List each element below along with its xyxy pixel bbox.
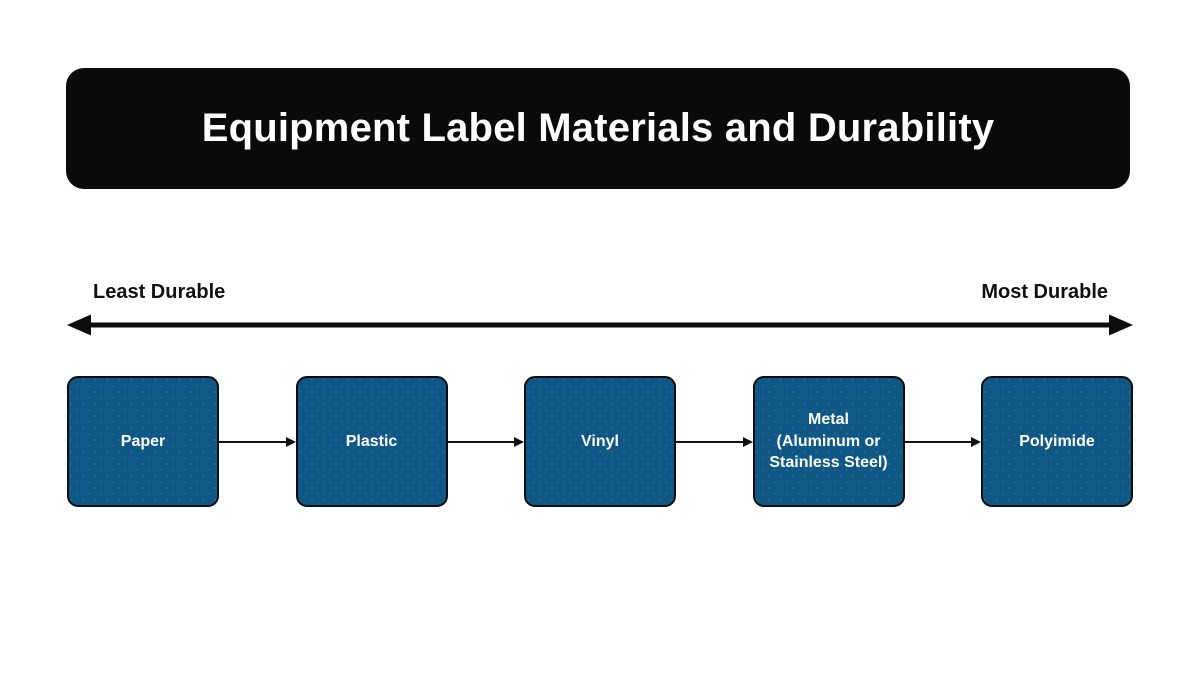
node-metal-label: Metal (Aluminum or Stainless Steel) <box>769 411 888 472</box>
flow-arrow-head <box>742 436 753 447</box>
flow-arrow-icon <box>219 376 296 507</box>
node-polyimide: Polyimide <box>981 376 1133 507</box>
scale-label-least-durable: Least Durable <box>93 281 226 303</box>
scale-label-most-durable: Most Durable <box>981 281 1108 303</box>
flow-arrow-shaft <box>904 440 971 443</box>
durability-axis-double-arrow-icon <box>67 314 1133 336</box>
node-paper-label: Paper <box>120 432 166 450</box>
flow-arrow-head <box>285 436 296 447</box>
flow-arrow-icon <box>447 376 524 507</box>
title-banner: Equipment Label Materials and Durability <box>66 68 1130 189</box>
flow-arrow-shaft <box>447 440 514 443</box>
diagram-title: Equipment Label Materials and Durability <box>201 106 995 150</box>
flow-arrow-shaft <box>676 440 743 443</box>
flow-arrow-head <box>514 436 524 447</box>
node-metal: Metal (Aluminum or Stainless Steel) <box>752 376 905 507</box>
material-flow-row: Paper Plastic Vinyl Metal (Aluminum or S… <box>67 376 1133 507</box>
node-vinyl-label: Vinyl <box>581 432 619 450</box>
flow-arrow-icon <box>676 376 753 507</box>
node-vinyl: Vinyl <box>524 376 676 507</box>
node-polyimide-label: Polyimide <box>1019 432 1095 450</box>
flow-arrow-shaft <box>219 440 286 443</box>
flow-arrow-head <box>971 436 981 447</box>
flow-arrow-icon <box>904 376 981 507</box>
node-paper: Paper <box>67 376 219 507</box>
node-plastic: Plastic <box>295 376 448 507</box>
node-plastic-label: Plastic <box>345 432 398 450</box>
